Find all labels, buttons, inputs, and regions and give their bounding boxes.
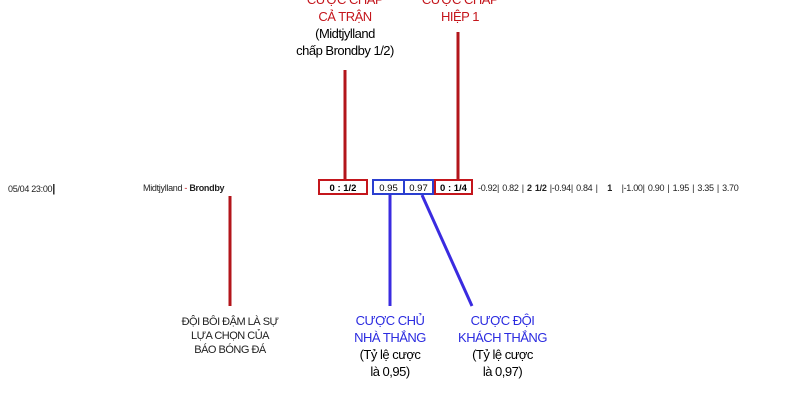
over-under-line: 2 1/2 — [527, 183, 547, 193]
handicap-full-box[interactable]: 0 : 1/2 — [318, 179, 368, 195]
odds-value[interactable]: |-0.94| — [549, 183, 573, 193]
home-team: Midtjylland — [143, 183, 183, 193]
match-teams[interactable]: Midtjylland - Brondby — [143, 183, 225, 193]
odds-value[interactable]: |-1.00| — [621, 183, 645, 193]
label-line: NHÀ THẮNG — [354, 330, 426, 345]
other-odds: -0.92| 0.82 | 2 1/2 |-0.94| 0.84 | 1 |-1… — [478, 183, 739, 193]
label-line: BÁO BÓNG ĐÁ — [194, 344, 266, 356]
handicap-half-box[interactable]: 0 : 1/4 — [434, 179, 473, 195]
label-line: CƯỢC CHẤP — [285, 0, 405, 8]
label-line: (Tỷ lệ cược — [359, 347, 421, 362]
match-datetime: 05/04 23:00| — [8, 183, 56, 195]
label-home-win: CƯỢC CHỦ NHÀ THẮNG (Tỷ lệ cược là 0,95) — [340, 312, 440, 380]
label-line: HIỆP 1 — [441, 9, 479, 24]
label-line: (Midtjylland — [315, 26, 375, 41]
label-line: là 0,97) — [482, 364, 523, 379]
label-away-win: CƯỢC ĐỘI KHÁCH THẮNG (Tỷ lệ cược là 0,97… — [445, 312, 560, 380]
label-line: LỰA CHỌN CỦA — [191, 330, 269, 342]
label-line: CƯỢC CHẤP — [405, 0, 515, 8]
label-bold-team: ĐỘI BÔI ĐẬM LÀ SỰ LỰA CHỌN CỦA BÁO BÓNG … — [160, 315, 300, 357]
odds-value[interactable]: 0.84 | — [576, 183, 598, 193]
half-line: 1 — [607, 183, 612, 193]
label-handicap-half: CƯỢC CHẤP HIỆP 1 — [405, 0, 515, 25]
label-line: CƯỢC ĐỘI — [470, 313, 535, 328]
home-odds-box[interactable]: 0.95 — [372, 179, 405, 195]
label-line: (Tỷ lệ cược — [472, 347, 533, 362]
blue-line-away — [420, 194, 474, 307]
away-team: Brondby — [189, 183, 225, 193]
odds-value[interactable]: 1.95 | — [672, 183, 695, 193]
label-line: chấp Brondby 1/2) — [296, 43, 394, 58]
label-line: là 0,95) — [370, 364, 410, 379]
odds-value[interactable]: -0.92| — [478, 183, 500, 193]
label-line: ĐỘI BÔI ĐẬM LÀ SỰ — [181, 316, 279, 328]
label-line: KHÁCH THẮNG — [458, 330, 547, 345]
label-handicap-full: CƯỢC CHẤP CẢ TRẬN (Midtjylland chấp Bron… — [285, 0, 405, 59]
odds-value[interactable]: 0.82 | — [502, 183, 524, 193]
label-line: CƯỢC CHỦ — [355, 313, 425, 328]
odds-value[interactable]: 3.70 — [722, 183, 739, 193]
odds-value[interactable]: 0.90 | — [647, 183, 670, 193]
away-odds-box[interactable]: 0.97 — [403, 179, 434, 195]
label-line: CẢ TRẬN — [318, 9, 372, 24]
odds-value[interactable]: 3.35 | — [697, 183, 719, 193]
